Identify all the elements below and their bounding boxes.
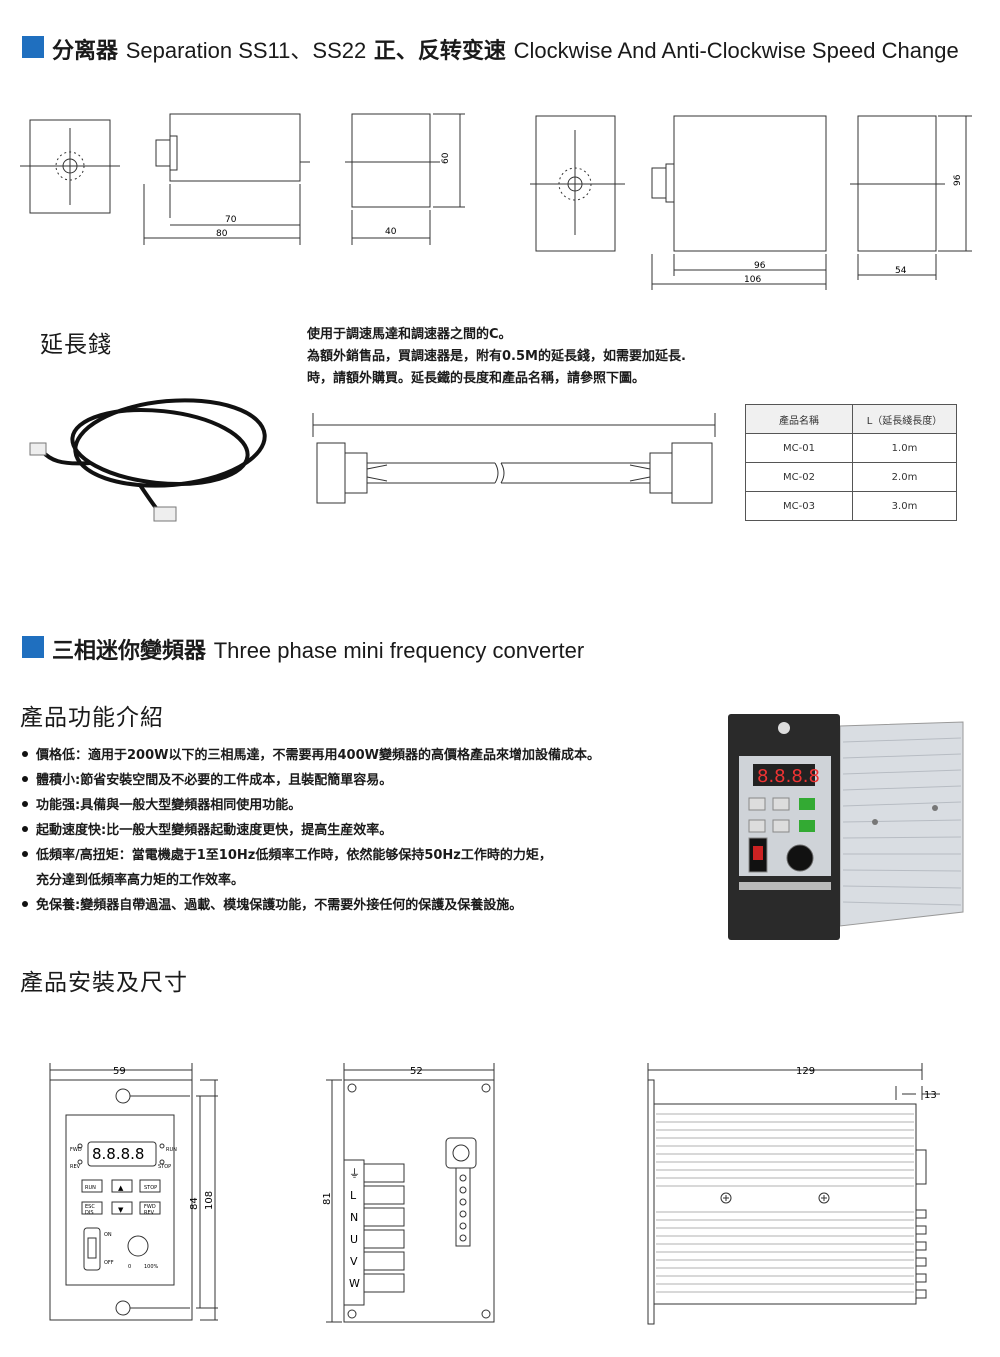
btn-dis-label: DIS (85, 1210, 94, 1216)
converter-terminal-drawing: 52 81 ⏚ L N U V W (322, 1063, 495, 1323)
table-row: MC-01 1.0m (745, 433, 957, 463)
bullet-icon (22, 801, 28, 807)
terminal-w-label: W (349, 1277, 360, 1290)
converter-photo: 8.8.8.8 (728, 714, 964, 940)
btn-down-icon: ▼ (118, 1206, 124, 1214)
switch-on-label: ON (104, 1232, 112, 1238)
btn-rev-label: REV (144, 1210, 155, 1216)
list-item: 體積小:節省安裝空間及不必要的工件成本，且裝配簡單容易。 (20, 768, 600, 793)
section-marker-square (22, 636, 44, 658)
cable-drawing (312, 413, 716, 504)
install-heading: 產品安裝及尺寸 (20, 970, 188, 996)
cable-description: 使用于調速馬達和調速器之間的C。 為額外銷售品，買調速器是，附有0.5M的延長錢… (307, 324, 686, 390)
label-rev: REV (70, 1164, 81, 1170)
dim-54: 54 (895, 266, 907, 276)
list-item: 功能强:具備與一般大型變頻器相同使用功能。 (20, 793, 600, 818)
list-item: 低頻率/高扭矩：當電機處于1至10Hz低頻率工作時，依然能够保持50Hz工作時的… (20, 843, 600, 868)
features-heading: 產品功能介紹 (20, 705, 164, 731)
label-fwd: FWD (70, 1147, 82, 1153)
separator-small-drawing: 70 80 40 60 (20, 113, 465, 245)
converter-front-drawing: 59 84 108 8.8.8.8 FWD REV RUN STOP RUN ▲… (49, 1063, 218, 1321)
cable-desc-line: 為額外銷售品，買調速器是，附有0.5M的延長錢，如需要加延長. (307, 349, 686, 364)
separator-large-drawing: 96 106 54 96 (530, 115, 972, 290)
photo-display-text: 8.8.8.8 (757, 766, 820, 787)
dim-96-vertical: 96 (953, 174, 963, 186)
dim-84: 84 (189, 1197, 200, 1210)
list-item-continuation: 充分達到低頻率高力矩的工作效率。 (36, 873, 245, 888)
cable-desc-line: 使用于調速馬達和調速器之間的C。 (307, 327, 512, 342)
bullet-icon (22, 901, 28, 907)
table-cell: 2.0m (852, 462, 957, 492)
terminal-u-label: U (350, 1233, 358, 1246)
terminal-l-label: L (350, 1189, 357, 1202)
cable-desc-line: 時，請額外購買。延長鐵的長度和產品名稱，請參照下圖。 (307, 371, 646, 386)
terminal-n-label: N (350, 1211, 358, 1224)
table-row: MC-02 2.0m (745, 462, 957, 492)
table-row: MC-03 3.0m (745, 491, 957, 521)
switch-off-label: OFF (104, 1260, 114, 1266)
features-list: 價格低：適用于200W以下的三相馬達，不需要再用400W變頻器的高價格產品來增加… (20, 743, 600, 918)
list-item: 起動速度快:比一般大型變頻器起動速度更快，提高生産效率。 (20, 818, 600, 843)
dim-52: 52 (410, 1066, 423, 1077)
section2-title-en: Three phase mini frequency converter (213, 638, 585, 663)
connector-right-icon (153, 506, 177, 522)
table-cell: MC-02 (745, 462, 853, 492)
dim-96: 96 (754, 261, 766, 271)
section1-title-en: Clockwise And Anti-Clockwise Speed Chang… (513, 38, 959, 63)
knob-max-label: 100% (144, 1264, 159, 1270)
bullet-icon (22, 776, 28, 782)
table-cell: 1.0m (852, 433, 957, 463)
list-item: 價格低：適用于200W以下的三相馬達，不需要再用400W變頻器的高價格產品來增加… (20, 743, 600, 768)
btn-esc-label: ESC (85, 1204, 95, 1210)
label-stop: STOP (158, 1164, 171, 1170)
section2-title: 三相迷你變頻器 Three phase mini frequency conve… (52, 633, 584, 665)
table-cell: MC-01 (745, 433, 853, 463)
section1-title-cn2: 正、反转变速 (373, 39, 506, 64)
dim-106: 106 (744, 275, 761, 285)
bullet-icon (22, 826, 28, 832)
section-marker-square (22, 36, 44, 58)
btn-fwd-label: FWD (144, 1204, 156, 1210)
cable-spec-table: 產品名稱 L（延長綫長度） MC-01 1.0m MC-02 2.0m MC-0… (745, 404, 957, 521)
list-item: 免保養:變頻器自帶過温、過載、模塊保護功能，不需要外接任何的保護及保養設施。 (20, 893, 600, 918)
knob-min-label: 0 (128, 1264, 131, 1270)
dim-80: 80 (216, 229, 228, 239)
bullet-icon (22, 751, 28, 757)
btn-run-label: RUN (85, 1185, 96, 1191)
section1-title-cn: 分离器 (52, 39, 119, 64)
dim-129: 129 (796, 1066, 815, 1077)
dim-60: 60 (441, 152, 451, 164)
converter-side-drawing: 129 13 (647, 1063, 940, 1325)
section1-title: 分离器 Separation SS11、SS22 正、反转变速 Clockwis… (52, 33, 959, 65)
section2-title-cn: 三相迷你變頻器 (52, 639, 207, 664)
table-header-row: 產品名稱 L（延長綫長度） (745, 404, 957, 434)
terminal-ground-label: ⏚ (349, 1167, 360, 1180)
table-header-cell: L（延長綫長度） (852, 404, 957, 434)
btn-up-icon: ▲ (118, 1184, 124, 1192)
btn-run-stop-label: STOP (144, 1185, 157, 1191)
panel-display: 8.8.8.8 (92, 1145, 144, 1163)
table-cell: MC-03 (745, 491, 853, 521)
dim-81: 81 (322, 1192, 333, 1205)
dim-70: 70 (225, 215, 237, 225)
section1-title-model: Separation SS11、SS22 (125, 38, 367, 63)
cable-title: 延長錢 (40, 332, 112, 358)
bullet-icon (22, 851, 28, 857)
dim-59: 59 (113, 1066, 126, 1077)
label-run: RUN (166, 1147, 177, 1153)
terminal-v-label: V (350, 1255, 358, 1268)
dim-40: 40 (385, 227, 397, 237)
table-header-cell: 產品名稱 (745, 404, 853, 434)
connector-left-icon (29, 442, 47, 456)
dim-108: 108 (204, 1191, 215, 1210)
cable-photo (29, 398, 267, 522)
dim-13: 13 (924, 1090, 937, 1101)
table-cell: 3.0m (852, 491, 957, 521)
